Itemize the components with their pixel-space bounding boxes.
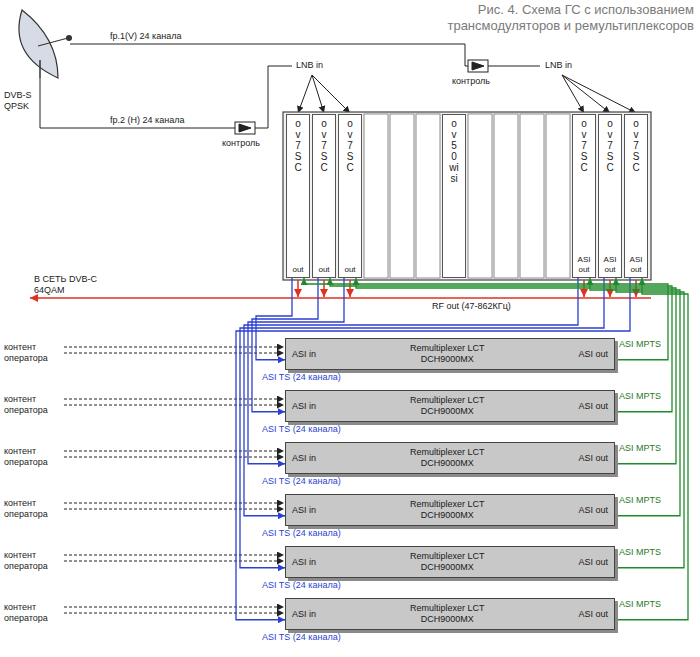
module-card: ov7SC out [286, 114, 310, 278]
node-text: Remultiplexer LCT DCH9000MX [410, 499, 485, 521]
lnb-fan-lines [298, 75, 636, 113]
remultiplexer-box: ASI in Remultiplexer LCT DCH9000MX ASI out [285, 390, 615, 422]
node-text: ASI in [292, 453, 316, 464]
node-text: Remultiplexer LCT DCH9000MX [410, 551, 485, 573]
node-text: ov7SC [605, 118, 615, 173]
diagram-label: ASI TS (24 канала) [262, 580, 341, 591]
module-card: ov7SC out [338, 114, 362, 278]
diagram-label: fp.2 (H) 24 канала [110, 115, 184, 126]
module-card: ov7SC ASIout [624, 114, 648, 278]
node-text: ov7SC [579, 118, 589, 173]
module-card: ov50wisi [442, 114, 466, 278]
diagram-label: ASI MPTS [619, 495, 661, 506]
node-text: ASI [630, 255, 643, 265]
asi-mpts-link [356, 278, 676, 464]
diagram-label: контент оператора [4, 446, 62, 468]
node-text: ov50wisi [449, 118, 459, 184]
diagram-label: RF out (47-862КГц) [432, 301, 511, 312]
content-feed-line [64, 451, 284, 452]
node-text: ov7SC [293, 118, 303, 173]
diagram-label: В СЕТЬ DVB-C 64QAM [34, 274, 114, 296]
remultiplexer-box: ASI in Remultiplexer LCT DCH9000MX ASI out [285, 546, 615, 578]
diagram-label: контент оператора [4, 550, 62, 572]
node-text: ASI out [578, 349, 608, 360]
node-text: Remultiplexer LCT DCH9000MX [410, 343, 485, 365]
headend-rack [283, 112, 651, 280]
asi-ts-link [248, 278, 344, 464]
diagram-label: ASI TS (24 канала) [262, 424, 341, 435]
node-text: ov7SC [631, 118, 641, 173]
remultiplexer-box: ASI in Remultiplexer LCT DCH9000MX ASI out [285, 494, 615, 526]
asi-mpts-link [615, 278, 684, 568]
node-text: Remultiplexer LCT DCH9000MX [410, 603, 485, 625]
node-text: ASI out [578, 557, 608, 568]
diagram-label: ASI MPTS [619, 443, 661, 454]
diagram-label: ASI MPTS [619, 599, 661, 610]
figure-caption: Рис. 4. Схема ГС с использованием трансм… [364, 2, 694, 34]
asi-mpts-link [615, 278, 688, 620]
diagram-label: fp.1(V) 24 канала [110, 31, 181, 42]
node-text: ASI out [578, 609, 608, 620]
content-feed-line [64, 347, 284, 348]
remultiplexer-box: ASI in Remultiplexer LCT DCH9000MX ASI out [285, 338, 615, 370]
content-feed-line [64, 509, 284, 510]
node-text: ASI in [292, 505, 316, 516]
diagram-label: контент оператора [4, 394, 62, 416]
remultiplexer-box: ASI in Remultiplexer LCT DCH9000MX ASI out [285, 598, 615, 630]
node-text: ASI [604, 255, 617, 265]
content-feed-line [64, 503, 284, 504]
diagram-label: ASI MPTS [619, 339, 661, 350]
content-feed-line [64, 607, 284, 608]
diagram-label: контент оператора [4, 602, 62, 624]
diagram-label: контент оператора [4, 498, 62, 520]
node-text: ASI in [292, 401, 316, 412]
content-feed-line [64, 399, 284, 400]
diagram-label: LNB in [296, 60, 323, 71]
content-feed-line [64, 457, 284, 458]
diagram-label: LNB in [545, 60, 572, 71]
satellite-dish [19, 10, 72, 78]
node-text: out [318, 265, 329, 275]
node-text: ASI in [292, 557, 316, 568]
content-feed-line [64, 405, 284, 406]
node-text: ov7SC [345, 118, 355, 173]
diagram-label: DVB-S QPSK [4, 90, 38, 112]
module-card: ov7SC ASIout [572, 114, 596, 278]
node-text: out [578, 265, 589, 275]
node-text: out [344, 265, 355, 275]
diagram-label: ASI TS (24 канала) [262, 372, 341, 383]
diagram-label: контент оператора [4, 342, 62, 364]
diagram-label: ASI MPTS [619, 547, 661, 558]
node-text: ASI [578, 255, 591, 265]
module-card: ov7SC out [312, 114, 336, 278]
content-feed-lines [64, 347, 284, 613]
remultiplexer-box: ASI in Remultiplexer LCT DCH9000MX ASI out [285, 442, 615, 474]
node-text: ASI out [578, 505, 608, 516]
diagram-label: контроль [452, 76, 490, 87]
diagram-label: ASI TS (24 канала) [262, 476, 341, 487]
module-card: ov7SC ASIout [598, 114, 622, 278]
node-text: Remultiplexer LCT DCH9000MX [410, 447, 485, 469]
node-text: out [292, 265, 303, 275]
diagram-label: ASI TS (24 канала) [262, 528, 341, 539]
node-text: Remultiplexer LCT DCH9000MX [410, 395, 485, 417]
diagram-label: ASI TS (24 канала) [262, 632, 341, 643]
node-text: out [630, 265, 641, 275]
node-text: ASI out [578, 401, 608, 412]
asi-ts-link [236, 278, 630, 620]
node-text: out [604, 265, 615, 275]
content-feed-line [64, 555, 284, 556]
content-feed-line [64, 353, 284, 354]
node-text: ASI in [292, 349, 316, 360]
node-text: ASI out [578, 453, 608, 464]
rf-output-bus [30, 280, 651, 298]
node-text: ov7SC [319, 118, 329, 173]
node-text: ASI in [292, 609, 316, 620]
diagram-label: ASI MPTS [619, 391, 661, 402]
content-feed-line [64, 613, 284, 614]
diagram-label: контроль [222, 138, 260, 149]
content-feed-line [64, 561, 284, 562]
